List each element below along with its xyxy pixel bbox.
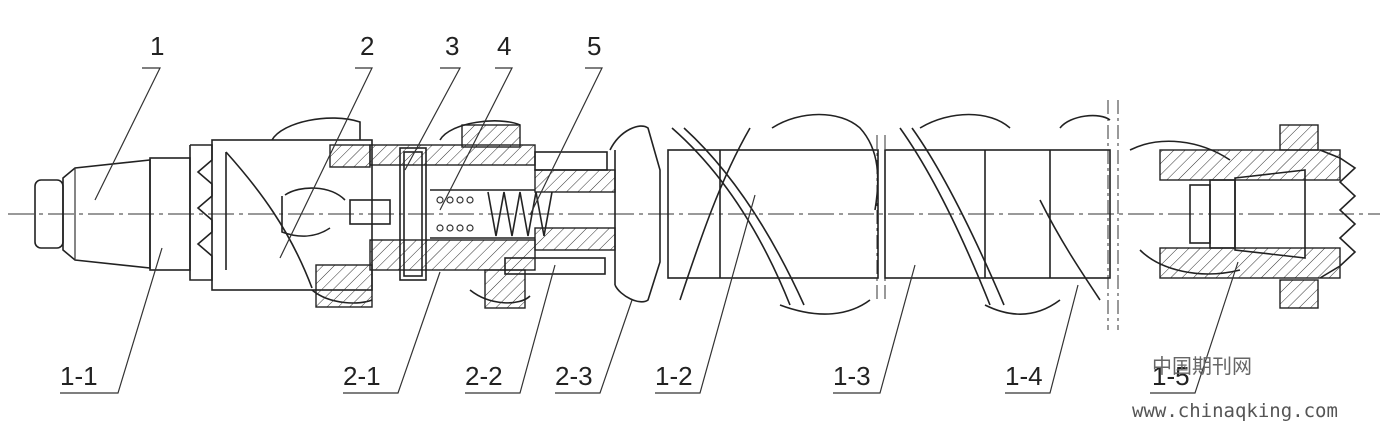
- cutting-head: [211, 117, 373, 308]
- label-1-5: 1-5: [1152, 361, 1190, 391]
- label-2-1: 2-1: [343, 361, 381, 391]
- label-1-3: 1-3: [833, 361, 871, 391]
- left-shaft-end: [34, 144, 213, 281]
- label-3: 3: [445, 31, 459, 61]
- label-1: 1: [150, 31, 164, 61]
- spring-balls: [436, 196, 474, 232]
- watermark-cn: 中国期刊网: [1152, 354, 1252, 378]
- right-shaft-end: [1129, 124, 1357, 309]
- label-2-2: 2-2: [465, 361, 503, 391]
- label-1-2: 1-2: [655, 361, 693, 391]
- label-5: 5: [587, 31, 601, 61]
- label-2: 2: [360, 31, 374, 61]
- watermark-url: www.chinaqking.com: [1132, 400, 1338, 422]
- screw-shaft: [667, 113, 1111, 315]
- label-2-3: 2-3: [555, 361, 593, 391]
- label-1-4: 1-4: [1005, 361, 1043, 391]
- flight-disk: [609, 125, 661, 303]
- label-4: 4: [497, 31, 511, 61]
- spring-housing: [349, 120, 616, 309]
- label-1-1: 1-1: [60, 361, 98, 391]
- leader-lines: [60, 67, 1239, 394]
